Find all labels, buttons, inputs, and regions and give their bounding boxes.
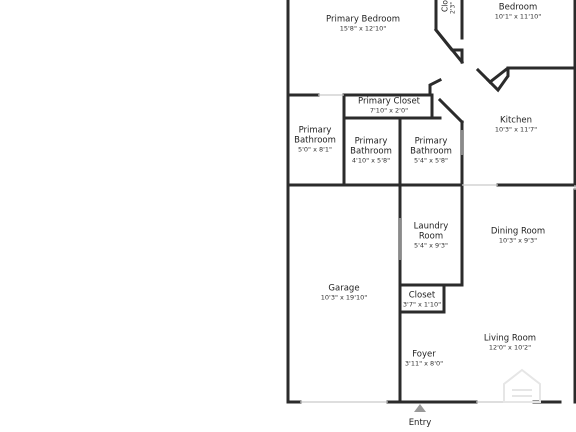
wall-hall-diag-left [428, 77, 443, 97]
room-closet-top-dim: 2'3" [449, 1, 457, 15]
room-foyer: Foyer 3'11" x 8'0" [404, 349, 444, 368]
entry-label: Entry [408, 418, 432, 428]
room-name: Primary Bathroom [294, 125, 336, 146]
room-dim: 5'4" x 5'8" [413, 156, 449, 165]
room-primary-closet: Primary Closet 7'10" x 2'0" [357, 96, 421, 115]
room-dim: 5'0" x 8'1" [297, 145, 333, 154]
room-name: Bedroom [498, 2, 538, 13]
room-dim: 10'3" x 9'3" [498, 236, 538, 245]
room-dim: 3'11" x 8'0" [404, 359, 444, 368]
room-bedroom: Bedroom 10'1" x 11'10" [494, 2, 542, 21]
room-dim: 15'8" x 12'10" [339, 24, 387, 33]
room-dim: 10'3" x 11'7" [494, 125, 538, 134]
room-name: Closet [408, 290, 436, 301]
room-name: Garage [328, 283, 360, 294]
room-closet-top-name: Clo [440, 0, 450, 12]
room-laundry-room: Laundry Room 5'4" x 9'3" [408, 221, 454, 250]
room-kitchen: Kitchen 10'3" x 11'7" [494, 115, 538, 134]
room-garage: Garage 10'3" x 19'10" [320, 283, 368, 302]
room-primary-bathroom-2: Primary Bathroom 4'10" x 5'8" [346, 136, 396, 165]
room-name: Foyer [412, 349, 436, 360]
room-dim: 3'7" x 1'10" [402, 300, 442, 309]
room-closet: Closet 3'7" x 1'10" [402, 290, 442, 309]
room-dining-room: Dining Room 10'3" x 9'3" [490, 226, 546, 245]
room-name: Dining Room [490, 226, 546, 237]
room-primary-bedroom: Primary Bedroom 15'8" x 12'10" [326, 14, 400, 33]
entry-arrow-icon [414, 404, 426, 412]
wall-closet-diag [433, 27, 465, 65]
room-name: Primary Bathroom [410, 136, 452, 157]
room-name: Kitchen [500, 115, 532, 126]
room-name: Primary Bedroom [326, 14, 400, 25]
room-dim: 12'0" x 10'2" [488, 343, 532, 352]
room-dim: 4'10" x 5'8" [351, 156, 391, 165]
wall-kitchen-counter [485, 66, 510, 93]
room-dim: 7'10" x 2'0" [369, 106, 409, 115]
wall-kitchen-corner [487, 66, 576, 85]
room-name: Primary Bathroom [350, 136, 392, 157]
watermark-logo-icon [503, 368, 541, 403]
room-dim: 10'1" x 11'10" [494, 12, 542, 21]
room-primary-bathroom-3: Primary Bathroom 5'4" x 5'8" [406, 136, 456, 165]
wall-hall-diag-lower [437, 97, 465, 125]
room-living-room: Living Room 12'0" x 10'2" [483, 333, 537, 352]
room-dim: 10'3" x 19'10" [320, 293, 368, 302]
room-primary-bathroom-1: Primary Bathroom 5'0" x 8'1" [290, 125, 340, 154]
room-dim: 5'4" x 9'3" [413, 241, 449, 250]
room-name: Primary Closet [357, 96, 421, 107]
room-name: Laundry Room [413, 221, 449, 242]
room-name: Living Room [483, 333, 537, 344]
